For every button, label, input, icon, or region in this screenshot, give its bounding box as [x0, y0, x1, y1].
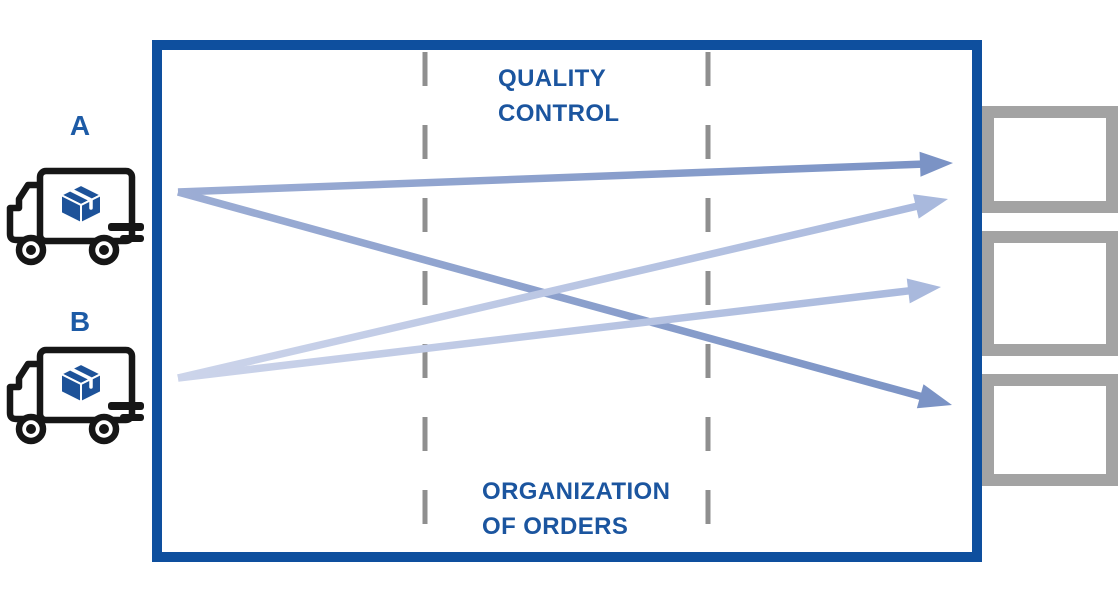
truck-b-icon: [6, 346, 144, 445]
flow-arrow-truck-A-to-shelf-1: [177, 151, 953, 196]
truck-tail-bar: [108, 402, 144, 410]
shelf-2: [982, 231, 1118, 356]
quality-control-line2: CONTROL: [498, 100, 620, 127]
organization-of-orders-label: ORGANIZATION OF ORDERS: [482, 474, 670, 544]
truck-a-label: A: [69, 110, 91, 141]
shelf-1: [982, 106, 1118, 213]
quality-control-line1: QUALITY: [498, 65, 607, 92]
organization-line1: ORGANIZATION: [482, 478, 671, 505]
flow-arrow-truck-B-to-shelf-2: [177, 278, 941, 382]
shelf-3: [982, 374, 1118, 486]
truck-cab: [6, 360, 45, 423]
organization-line2: OF ORDERS: [482, 513, 629, 540]
quality-control-label: QUALITY CONTROL: [498, 61, 619, 131]
truck-tail-bar: [120, 235, 144, 242]
flow-arrow-truck-B-to-shelf-1: [177, 194, 948, 382]
truck-cab: [6, 181, 45, 244]
truck-b-label: B: [69, 306, 91, 337]
truck-a-icon: [6, 167, 144, 266]
package-icon: [60, 363, 102, 403]
truck-tail-bar: [108, 223, 144, 231]
truck-tail-bar: [120, 414, 144, 421]
package-icon: [60, 184, 102, 224]
